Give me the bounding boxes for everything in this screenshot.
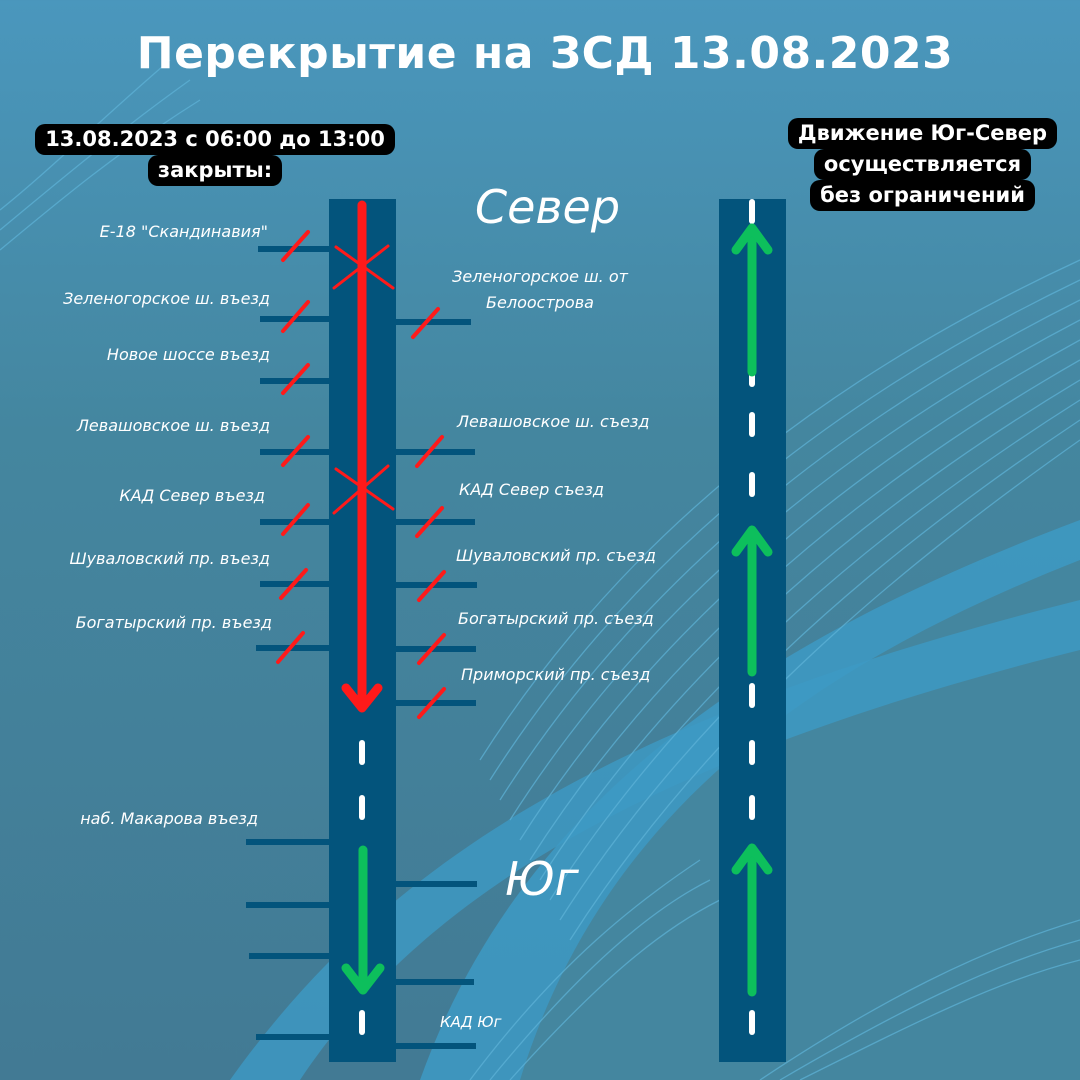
right-road — [719, 199, 786, 1062]
closed-ramp-marks — [276, 230, 446, 719]
ramp-label-makarova-in: наб. Макарова въезд — [80, 809, 258, 828]
north-traffic-notice: Движение Юг-Север осуществляется без огр… — [780, 118, 1065, 211]
north-label: Север — [475, 180, 621, 234]
ramp-label-primorsky-out: Приморский пр. съезд — [461, 665, 651, 684]
closure-time-line1: 13.08.2023 с 06:00 до 13:00 — [35, 124, 395, 155]
ramp-label-levashovskoe-out: Левашовское ш. съезд — [457, 412, 650, 431]
ramp-label-zelenogorskoe-out-line2: Белоострова — [486, 293, 594, 312]
lane-markings — [359, 740, 365, 1035]
closure-time-notice: 13.08.2023 с 06:00 до 13:00 закрыты: — [30, 124, 400, 186]
ramp-label-kad-yug: КАД Юг — [440, 1013, 502, 1031]
north-traffic-line3: без ограничений — [810, 180, 1035, 211]
closure-time-line2: закрыты: — [147, 155, 283, 186]
ramp-label-kad-sever-in: КАД Север въезд — [119, 486, 265, 505]
ramp-label-bogatyrsky-out: Богатырский пр. съезд — [458, 609, 654, 628]
ramp-label-e18: Е-18 "Скандинавия" — [99, 222, 268, 241]
south-label: Юг — [505, 852, 579, 906]
ramp-label-shuvalovsky-out: Шуваловский пр. съезд — [456, 546, 656, 565]
left-road — [246, 199, 477, 1062]
north-traffic-line1: Движение Юг-Север — [787, 118, 1058, 149]
ramp-label-bogatyrsky-in: Богатырский пр. въезд — [75, 613, 272, 632]
north-traffic-line2: осуществляется — [813, 149, 1032, 180]
page-title: Перекрытие на ЗСД 13.08.2023 — [136, 28, 954, 79]
open-direction-arrow-south — [341, 845, 385, 995]
open-direction-arrows-north — [731, 223, 773, 997]
ramp-label-zelenogorskoe-out-line1: Зеленогорское ш. от — [452, 267, 628, 286]
ramp-label-zelenogorskoe-in: Зеленогорское ш. въезд — [63, 289, 270, 308]
ramp-label-shuvalovsky-in: Шуваловский пр. въезд — [69, 549, 270, 568]
ramp-label-levashovskoe-in: Левашовское ш. въезд — [76, 416, 270, 435]
ramp-label-kad-sever-out: КАД Север съезд — [459, 480, 604, 499]
ramp-label-novoe-shosse-in: Новое шоссе въезд — [106, 345, 270, 364]
ramp-label-zelenogorskoe-out: Зеленогорское ш. от Белоострова — [445, 264, 635, 316]
closed-direction-arrow — [341, 200, 383, 713]
